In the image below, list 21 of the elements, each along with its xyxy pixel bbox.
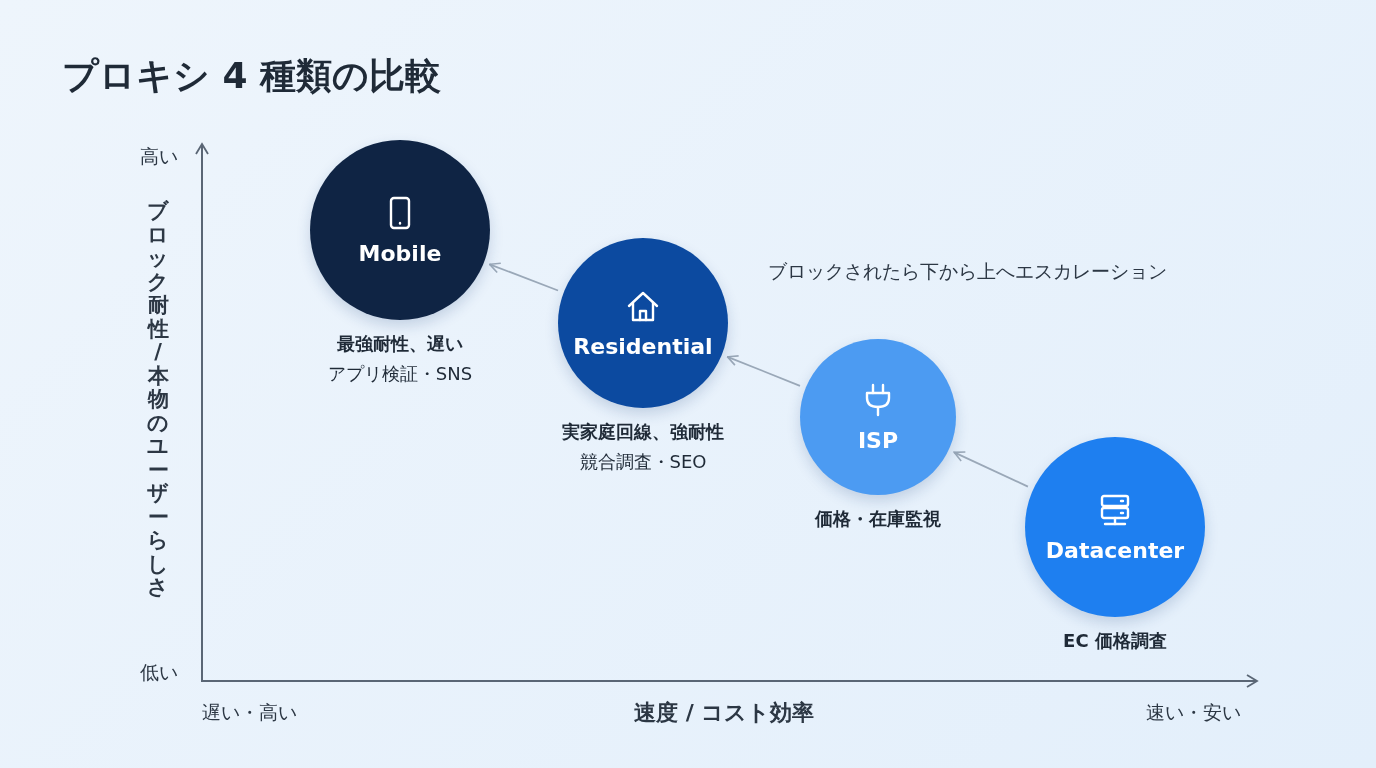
axis-title: 速度 / コスト効率	[634, 699, 815, 727]
node-caption: EC 価格調査	[1062, 629, 1168, 653]
axis-tick-label: 低い	[140, 660, 178, 685]
node-caption: アプリ検証・SNS	[326, 362, 474, 386]
node-label: Mobile	[358, 240, 442, 266]
node-caption: 最強耐性、遅い	[336, 332, 464, 356]
node-label: Residential	[573, 333, 713, 359]
arrow	[953, 451, 1029, 488]
node-caption: 価格・在庫監視	[813, 507, 942, 531]
axis-tick-label: 速い・安い	[1146, 700, 1241, 725]
node-label: ISP	[857, 427, 899, 453]
arrow	[488, 262, 559, 292]
node-caption: 競合調査・SEO	[578, 450, 708, 474]
title: プロキシ 4 種類の比較	[62, 54, 442, 98]
node-label: Datacenter	[1045, 537, 1185, 563]
axis-title: ブロック耐性 / 本物のユーザーらしさ	[146, 200, 170, 600]
axis-tick-label: 遅い・高い	[202, 700, 297, 725]
arrow	[726, 355, 801, 387]
axis-tick-label: 高い	[140, 144, 178, 169]
node-caption: 実家庭回線、強耐性	[561, 420, 725, 444]
annotation: ブロックされたら下から上へエスカレーション	[768, 259, 1167, 284]
